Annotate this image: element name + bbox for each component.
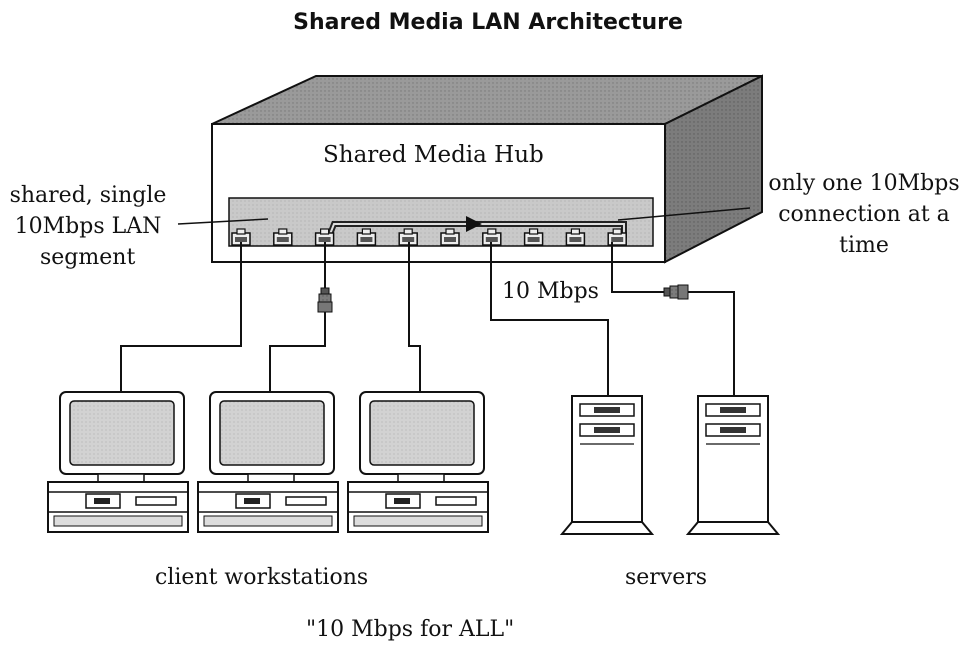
segment-label-line-2: 10Mbps LAN	[14, 214, 162, 239]
servers-group	[559, 395, 781, 535]
segment-callout-line	[177, 218, 269, 225]
workstation	[47, 391, 189, 533]
cable-connector	[317, 287, 333, 313]
hub-port	[440, 228, 460, 246]
servers-label: servers	[625, 565, 708, 590]
segment-label-line-1: shared, single	[9, 183, 167, 208]
hub-port	[523, 228, 544, 246]
server-tower	[697, 395, 769, 523]
monitor-screen	[219, 400, 325, 466]
hub-port	[482, 228, 502, 246]
segment-callout: shared, single 10Mbps LAN segment	[8, 180, 168, 273]
server-cables	[490, 242, 735, 396]
server-cable-connector	[663, 284, 689, 300]
workstation	[197, 391, 339, 533]
hub-port	[273, 228, 293, 246]
connection-label-line-1: only one 10Mbps	[768, 171, 960, 196]
diagram-title: Shared Media LAN Architecture	[293, 10, 683, 35]
connection-callout: only one 10Mbps connection at a time	[755, 168, 973, 261]
client-workstations	[47, 391, 489, 533]
server	[685, 395, 781, 535]
link-speed-label: 10 Mbps	[502, 279, 599, 304]
monitor-screen	[69, 400, 175, 466]
workstation	[347, 391, 489, 533]
workstations-label: client workstations	[155, 565, 369, 590]
hub-box	[211, 74, 763, 264]
connection-callout-line	[617, 207, 751, 221]
hub-label: Shared Media Hub	[323, 142, 544, 168]
hub-port	[356, 228, 377, 246]
segment-label-line-3: segment	[40, 245, 136, 270]
footer-label: "10 Mbps for ALL"	[306, 617, 515, 642]
server	[559, 395, 655, 535]
monitor-screen	[369, 400, 475, 466]
connection-label-line-3: time	[839, 233, 889, 258]
hub-port	[565, 228, 586, 246]
server-tower	[571, 395, 643, 523]
connection-label-line-2: connection at a	[778, 202, 950, 227]
hub-port	[314, 228, 335, 246]
